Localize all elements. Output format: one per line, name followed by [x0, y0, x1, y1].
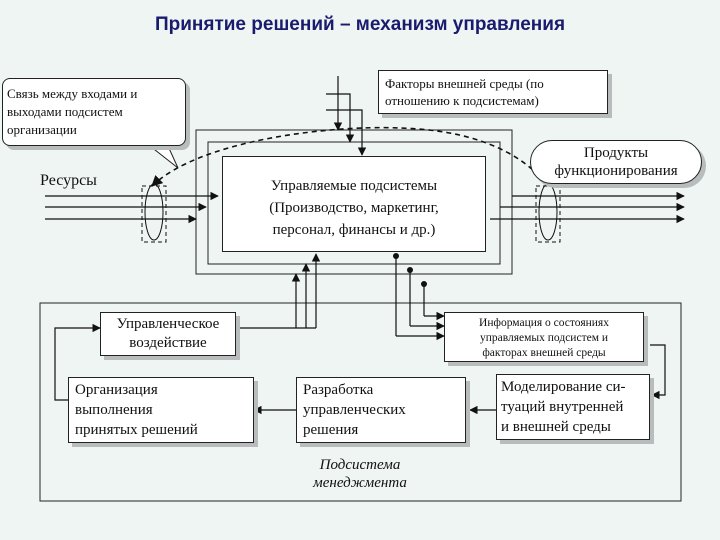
managed-subsystems-line: персонал, финансы и др.): [272, 222, 436, 238]
resources-label: Ресурсы: [40, 172, 97, 189]
callout-line: Связь между входами и: [7, 86, 138, 101]
management-subsystem-label: Подсистема менеджмента: [290, 456, 430, 492]
management-subsystem-line: менеджмента: [313, 475, 407, 491]
state-info-line: факторах внешней среды: [482, 347, 606, 359]
external-factors-line: Факторы внешней среды (по: [385, 76, 544, 91]
management-impact-box: Управленческое воздействие: [100, 312, 236, 356]
state-info-line: Информация о состояниях: [479, 317, 609, 329]
callout-input-output-link: Связь между входами и выходами подсистем…: [2, 78, 186, 146]
decision-development-line: управленческих: [303, 402, 406, 418]
organization-line: принятых решений: [75, 422, 198, 438]
modeling-line: туаций внутренней: [501, 399, 624, 415]
state-info-line: управляемых подсистем и: [479, 332, 609, 344]
products-line: функционирования: [554, 163, 678, 179]
managed-subsystems-line: Управляемые подсистемы: [270, 178, 438, 194]
callout-line: организации: [7, 122, 77, 137]
decision-development-line: Разработка: [303, 382, 374, 398]
page-title: Принятие решений – механизм управления: [154, 14, 566, 35]
callout-line: выходами подсистем: [7, 104, 123, 119]
management-impact-line: Управленческое: [116, 316, 220, 332]
products-box: Продукты функционирования: [530, 140, 702, 184]
management-subsystem-line: Подсистема: [319, 457, 401, 473]
organization-box: Организация выполнения принятых решений: [68, 377, 254, 443]
modeling-line: Моделирование си-: [501, 379, 626, 395]
organization-line: выполнения: [75, 402, 153, 418]
management-impact-line: воздействие: [129, 335, 207, 351]
managed-subsystems-box: Управляемые подсистемы (Производство, ма…: [222, 156, 486, 252]
products-line: Продукты: [583, 145, 649, 161]
external-factors-line: отношению к подсистемам): [385, 93, 539, 108]
modeling-line: и внешней среды: [501, 419, 611, 435]
modeling-box: Моделирование си- туаций внутренней и вн…: [496, 374, 650, 440]
state-info-box: Информация о состояниях управляемых подс…: [444, 312, 644, 362]
external-factors-box: Факторы внешней среды (по отношению к по…: [378, 70, 608, 114]
decision-development-box: Разработка управленческих решения: [296, 377, 466, 443]
organization-line: Организация: [75, 382, 158, 398]
decision-development-line: решения: [303, 422, 359, 438]
managed-subsystems-line: (Производство, маркетинг,: [269, 200, 439, 216]
